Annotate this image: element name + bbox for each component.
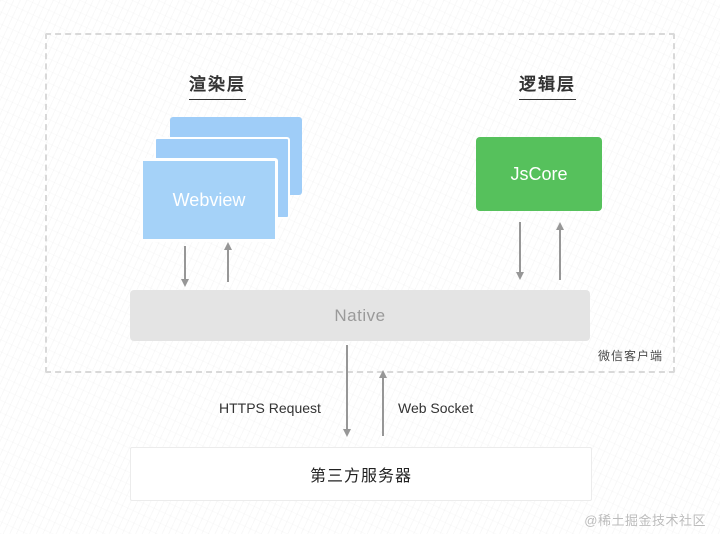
native-bar: Native xyxy=(130,290,590,341)
jscore-label: JsCore xyxy=(510,163,568,184)
webview-card-front: Webview xyxy=(140,158,278,242)
webview-stack: Webview xyxy=(140,117,305,242)
webview-label: Webview xyxy=(172,189,246,210)
arrow-webview-to-native-icon xyxy=(181,246,189,287)
jscore-box: JsCore xyxy=(476,137,602,211)
wechat-client-container: 微信客户端 xyxy=(45,33,675,373)
https-request-label: HTTPS Request xyxy=(219,400,321,416)
arrow-native-to-jscore-icon xyxy=(556,222,564,280)
wechat-client-label: 微信客户端 xyxy=(597,349,663,363)
arrow-jscore-to-native-icon xyxy=(516,222,524,280)
third-party-server-box: 第三方服务器 xyxy=(130,447,592,501)
third-party-server-label: 第三方服务器 xyxy=(309,468,412,485)
arrow-native-to-webview-icon xyxy=(224,242,232,282)
watermark-text: @稀土掘金技术社区 xyxy=(584,513,706,528)
arrow-server-to-native-icon xyxy=(379,370,387,436)
logic-layer-title: 逻辑层 xyxy=(519,70,576,100)
web-socket-label: Web Socket xyxy=(398,400,474,416)
arrow-native-to-server-icon xyxy=(343,345,351,437)
rendering-layer-title: 渲染层 xyxy=(189,70,246,100)
native-label: Native xyxy=(334,305,386,325)
